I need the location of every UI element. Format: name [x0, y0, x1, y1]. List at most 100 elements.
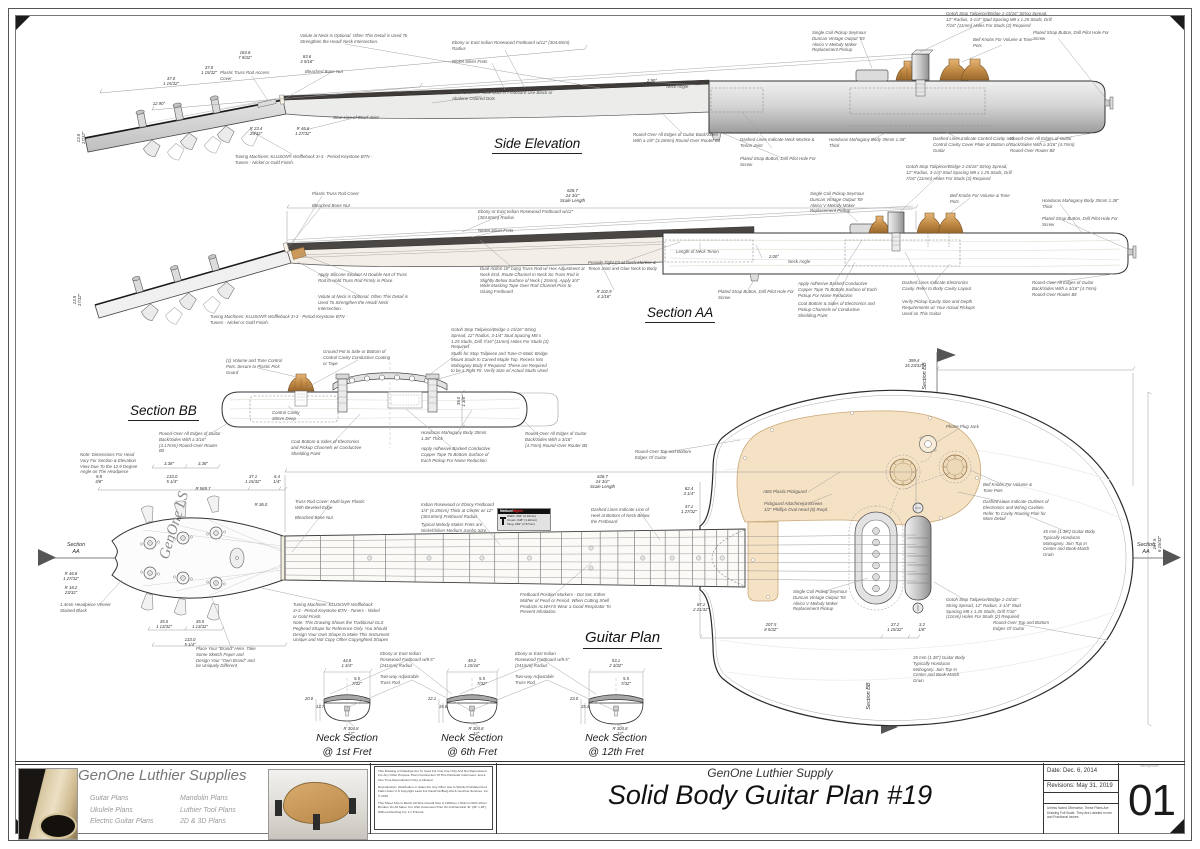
dim-label: 13.5 17/32": [76, 131, 87, 145]
product-item: Electric Guitar Plans: [90, 818, 154, 826]
dim-label: 3.38": [198, 461, 208, 466]
dim-label: 20.0: [304, 696, 314, 701]
fret-wire-row: Crown .048" (1.22mm): [507, 517, 538, 522]
annotation: Single Coil Pickup Seymour Duncan Vintag…: [810, 191, 865, 214]
plan-dim-lines: [97, 366, 1152, 727]
dim-label: 37.2 1 15/32": [887, 622, 903, 633]
view-title-section-aa: Section AA: [645, 305, 716, 323]
company-name: GenOne Luthier Supplies: [78, 767, 247, 784]
dim-label: R 304.8 12": [612, 726, 628, 737]
annotation: Pickguard Attachment Screws 1/2" Phillip…: [764, 501, 829, 512]
annotation: Verify Pickup Cavity Size and Depth Requ…: [902, 299, 975, 316]
annotation: Honduras Mahogany Body 35mm 1.38" Thick: [421, 430, 487, 441]
annotation: Coat Bottom & Sides of Electronics and P…: [798, 301, 875, 318]
se-headstock: [84, 95, 287, 161]
neck-sections: [315, 659, 646, 728]
plan-leaders: [99, 427, 1109, 651]
annotation: Round-Over All Edges of Guitar Back/Side…: [159, 431, 221, 454]
annotation: Two-way Adjustable Truss Rod: [380, 674, 419, 685]
dim-label: R 102.9 4 1/16": [596, 289, 612, 300]
bb-leaders: [204, 343, 541, 452]
dim-label: 37.0 1 15/32": [201, 65, 217, 76]
annotation: Round-Over All Edges of Guitar Back/Side…: [633, 132, 721, 143]
annotation: Apply Silicone Sealant At Double Nut of …: [318, 272, 407, 283]
aa-neck: [282, 226, 755, 267]
annotation: Neck Angle: [666, 84, 689, 89]
section-bb-marker: Section BB: [922, 362, 928, 390]
dim-label: R 18.2 23/32": [64, 585, 78, 596]
divider: [1118, 763, 1119, 834]
legal-paragraph: Reproduction, Distribution or Sales For …: [378, 784, 489, 798]
se-dim-lines: [99, 44, 588, 111]
annotation: Phone Plug Jack: [946, 424, 979, 429]
annotation: Bell Knobs For Volume & Tone Pots: [950, 193, 1010, 204]
scale-note: Unless Noted Otherwise, These Plans Are …: [1047, 806, 1112, 820]
dim-label: 207.5 8 5/32": [764, 622, 778, 633]
annotation: Dashed Lines Indicate Control Cavity and…: [933, 136, 1014, 153]
dim-label: 5.5 7/32": [352, 676, 362, 687]
divider: [1043, 763, 1044, 834]
dim-label: 3.2 1/8": [918, 622, 926, 633]
fret-wire-header: Medium/Higher: [498, 509, 550, 514]
annotation: Apply Adhesive Backed Conductive Copper …: [798, 281, 877, 298]
view-title-guitar-plan: Guitar Plan: [583, 629, 663, 649]
annotation: Volute at Neck is Optional. Often This D…: [300, 33, 408, 44]
fret-wire-spec-box: Medium/Higher Width .092" (2.34mm) Crown…: [497, 508, 551, 531]
dim-label: 83.6 3 5/16": [300, 54, 314, 65]
dim-label: 37.0 1 15/32": [163, 76, 179, 87]
annotation: Dashed Lines Indicate Neck Mortise & Ten…: [740, 137, 815, 148]
annotation: Length of Neck Tenon: [676, 249, 719, 254]
divider: [496, 763, 497, 834]
annotation: Gotoh Stop Tailpiece/Bridge 1-15/16" Str…: [451, 327, 549, 350]
annotation: Tuning Machines: KLUSON® Waffleback 3+3 …: [235, 154, 373, 165]
dim-label: R 569.7: [195, 486, 211, 491]
se-leaders: [251, 19, 1107, 159]
annotation: Apply Adhesive Backed Conductive Copper …: [421, 446, 491, 463]
annotation: Plated Strap Button, Drill Pilot Hole Fo…: [1042, 216, 1118, 227]
annotation: Plated Strap Button, Drill Pilot Hole Fo…: [718, 289, 794, 300]
annotation: 1.4mm Headpiece Veneer Stained Black: [60, 602, 111, 613]
plan-pickup: [848, 505, 904, 611]
divider: [15, 760, 1185, 762]
dim-label: 35.5 1 13/32": [156, 619, 172, 630]
annotation: Nickel Silver Frets: [478, 228, 514, 233]
view-title-neck-1: Neck Section @ 1st Fret: [316, 732, 378, 758]
dim-label: 5.5 7/32": [477, 676, 487, 687]
annotation: Bell Knobs For Volume & Tone Pots: [983, 482, 1032, 493]
dim-label: 82.4 3 1/4": [683, 486, 695, 497]
dim-label: R 46.6 1 27/32": [295, 126, 311, 137]
annotation: Gotoh Stop Tailpiece/Bridge 1-15/16" Str…: [946, 11, 1052, 28]
annotation: Plastic Truss Rod Cover: [312, 191, 360, 196]
dim-label: 22.1: [427, 696, 437, 701]
dim-label: 35.5 1 13/32": [192, 619, 208, 630]
plan-code: melodymaker: [1140, 764, 1160, 768]
dim-label: R 46.8 1 27/32": [63, 571, 79, 582]
annotation: Honduras Mahogany Body 35mm 1.38" Thick: [1042, 198, 1119, 209]
annotation: Plastic Truss Rod Access Cover: [220, 70, 270, 81]
annotation: Note: Dimensions For Head Vary For Secti…: [80, 452, 138, 475]
fret-wire-row: Width .092" (2.34mm): [507, 514, 537, 518]
annotation: Nickel Silver Frets: [452, 59, 488, 64]
dim-label: 3.38": [164, 461, 174, 466]
dim-label: R 304.8 12": [343, 726, 359, 737]
dim-label: 628.7 24 3/4" Scale Length: [589, 474, 616, 490]
annotation: Round-Over All Edges of Guitar Back/Side…: [1032, 280, 1097, 297]
divider: [370, 763, 371, 834]
annotation: Indian Rosewood or Ebony Fretboard 1/4" …: [421, 502, 494, 519]
legal-text-box: This Drawing or Drawings Are To Used For…: [374, 766, 493, 830]
divider: [15, 763, 1185, 765]
annotation: Tuning Machines: KLUSON® Waffleback 3+3 …: [293, 602, 380, 619]
dim-label: 15.4: [580, 704, 590, 709]
dim-label: 12.90°: [152, 101, 166, 106]
dim-label: R 36.0: [254, 502, 268, 507]
product-item: Luthier Tool Plans: [180, 806, 236, 814]
annotation: Round-Over All Edges of Guitar Back/Side…: [1010, 136, 1075, 153]
legal-paragraph: This Drawing or Drawings Are To Used For…: [378, 769, 487, 782]
dim-label: 6.4 1/4": [273, 474, 281, 485]
annotation: Ebony or East Indian Rosewood Fretboard …: [515, 651, 570, 668]
annotation: Ebony or East Indian Rosewood Fretboard …: [380, 651, 435, 668]
divider: [1043, 792, 1118, 793]
aa-leaders: [287, 171, 1131, 307]
